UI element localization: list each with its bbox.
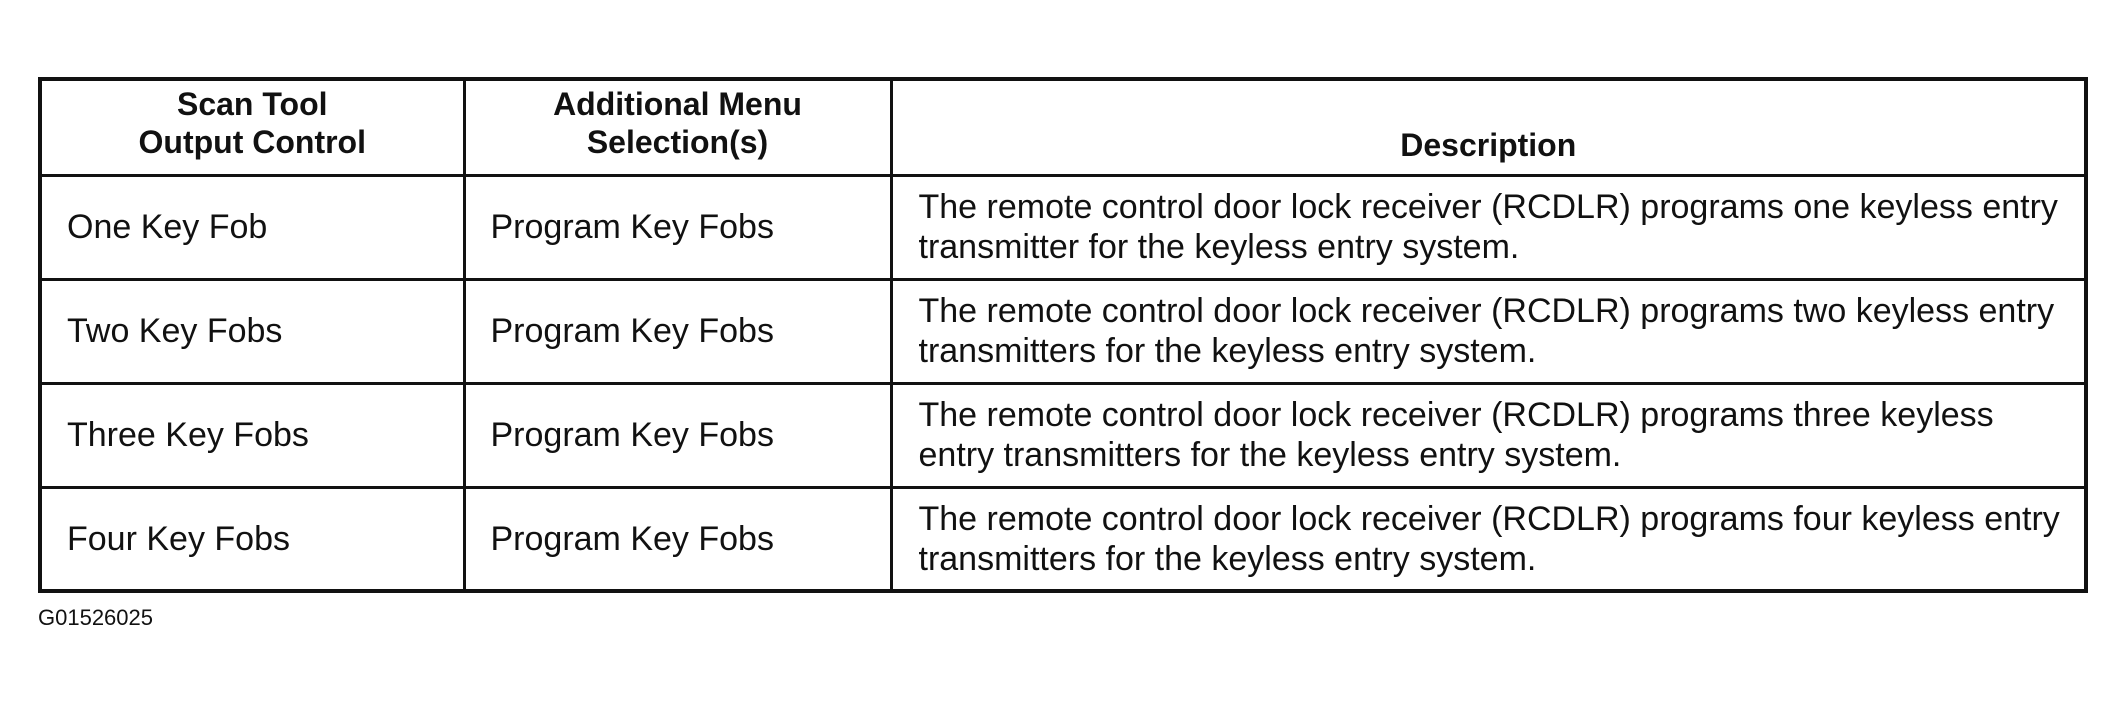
- header-description: Description: [889, 77, 2088, 177]
- cell-menu-selection: Program Key Fobs: [462, 173, 893, 281]
- table-header: Scan Tool Output Control Additional Menu…: [38, 77, 2088, 177]
- output-control-table: Scan Tool Output Control Additional Menu…: [38, 77, 2088, 593]
- header-text: Output Control: [138, 124, 366, 160]
- table-row: Two Key Fobs Program Key Fobs The remote…: [38, 277, 2088, 385]
- header-text: Description: [1400, 126, 1577, 163]
- cell-menu-selection: Program Key Fobs: [462, 277, 893, 385]
- header-text: Scan Tool: [176, 86, 328, 122]
- cell-description: The remote control door lock receiver (R…: [889, 381, 2088, 489]
- header-text: Selection(s): [586, 124, 769, 160]
- cell-description: The remote control door lock receiver (R…: [889, 277, 2088, 385]
- cell-output-control: Four Key Fobs: [38, 485, 466, 593]
- table-row: Three Key Fobs Program Key Fobs The remo…: [38, 381, 2088, 489]
- table-body: One Key Fob Program Key Fobs The remote …: [38, 173, 2088, 593]
- cell-output-control: One Key Fob: [38, 173, 466, 281]
- header-menu-selection: Additional Menu Selection(s): [462, 77, 893, 177]
- cell-output-control: Three Key Fobs: [38, 381, 466, 489]
- cell-description: The remote control door lock receiver (R…: [889, 173, 2088, 281]
- cell-menu-selection: Program Key Fobs: [462, 381, 893, 489]
- header-row: Scan Tool Output Control Additional Menu…: [38, 77, 2088, 177]
- cell-description: The remote control door lock receiver (R…: [889, 485, 2088, 593]
- cell-output-control: Two Key Fobs: [38, 277, 466, 385]
- table-row: Four Key Fobs Program Key Fobs The remot…: [38, 485, 2088, 593]
- header-output-control: Scan Tool Output Control: [38, 77, 466, 177]
- table-row: One Key Fob Program Key Fobs The remote …: [38, 173, 2088, 281]
- figure-id-label: G01526025: [38, 605, 153, 630]
- cell-menu-selection: Program Key Fobs: [462, 485, 893, 593]
- header-text: Additional Menu: [553, 86, 802, 122]
